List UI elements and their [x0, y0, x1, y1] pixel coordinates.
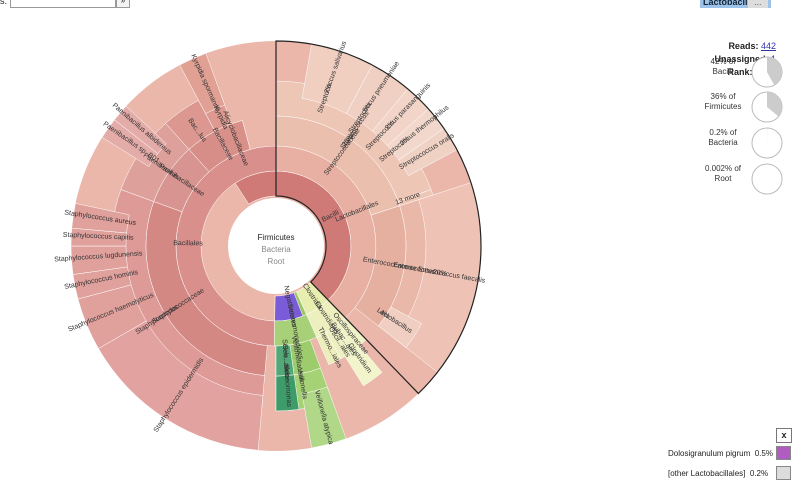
sunburst-segment[interactable]	[71, 203, 130, 234]
legend-item-other-lactobacillales[interactable]: [other Lactobacillales] 0.2%	[668, 469, 768, 478]
legend-name: [other Lactobacillales]	[668, 469, 746, 478]
segment-pct[interactable]: 4%	[378, 309, 390, 320]
sunburst-segment[interactable]	[316, 332, 342, 366]
sunburst-segment[interactable]	[397, 189, 434, 207]
ancestor-pie-icon	[751, 91, 783, 123]
sunburst-selected-outline[interactable]	[275, 40, 482, 395]
legend-swatch-other	[776, 466, 791, 480]
search-go-button[interactable]: »	[116, 0, 130, 8]
segment-label[interactable]: Selen...aceae	[281, 339, 291, 382]
ancestor-pie-icon	[751, 163, 783, 195]
reads-link[interactable]: 442	[760, 41, 776, 51]
sunburst-segment[interactable]	[114, 105, 167, 155]
legend-close-button[interactable]: x	[776, 428, 792, 443]
center-label-1[interactable]: Bacteria	[261, 245, 291, 254]
sunburst-segment[interactable]	[275, 344, 295, 377]
sunburst-segment[interactable]	[378, 306, 423, 348]
segment-pct[interactable]: 7%	[324, 83, 334, 95]
sunburst-segment[interactable]	[301, 386, 347, 449]
legend-name: Dolosigranulum pigrum	[668, 449, 751, 458]
search-input[interactable]	[10, 0, 116, 8]
segment-label[interactable]: Sele...ales	[281, 344, 290, 378]
segment-label[interactable]: Selenomonas	[282, 364, 292, 408]
ancestor-pie-icon	[751, 56, 783, 88]
selected-node-title: Lactobacillales	[700, 0, 771, 8]
search-label: s:	[0, 0, 8, 6]
center-label-2[interactable]: Root	[268, 257, 286, 266]
ancestor-pie-icon	[751, 127, 783, 159]
rank-label: Rank:	[727, 67, 753, 77]
sunburst-segment[interactable]	[179, 53, 226, 114]
center-label-0[interactable]: Firmicutes	[258, 233, 295, 242]
order-label[interactable]: Bacillales	[173, 240, 203, 247]
unassigned-label: Unassigned:	[714, 54, 769, 64]
sunburst-segment[interactable]	[325, 327, 351, 359]
legend-pct: 0.2%	[749, 469, 769, 478]
segment-pct[interactable]: 20%	[432, 269, 447, 278]
reads-label: Reads:	[728, 41, 759, 51]
segment-pct[interactable]: 2%	[399, 136, 411, 148]
legend-pct: 0.5%	[754, 449, 773, 458]
legend-swatch-dolosigranulum	[776, 446, 791, 460]
segment-pct[interactable]: 5%	[362, 101, 373, 113]
legend-item-dolosigranulum[interactable]: Dolosigranulum pigrum 0.5%	[668, 449, 773, 458]
sunburst-center[interactable]	[228, 198, 324, 294]
sunburst-segment[interactable]	[214, 120, 251, 159]
selected-node-more[interactable]: ...	[748, 0, 768, 8]
segment-label[interactable]: Staphylococcus capitis	[63, 232, 135, 242]
